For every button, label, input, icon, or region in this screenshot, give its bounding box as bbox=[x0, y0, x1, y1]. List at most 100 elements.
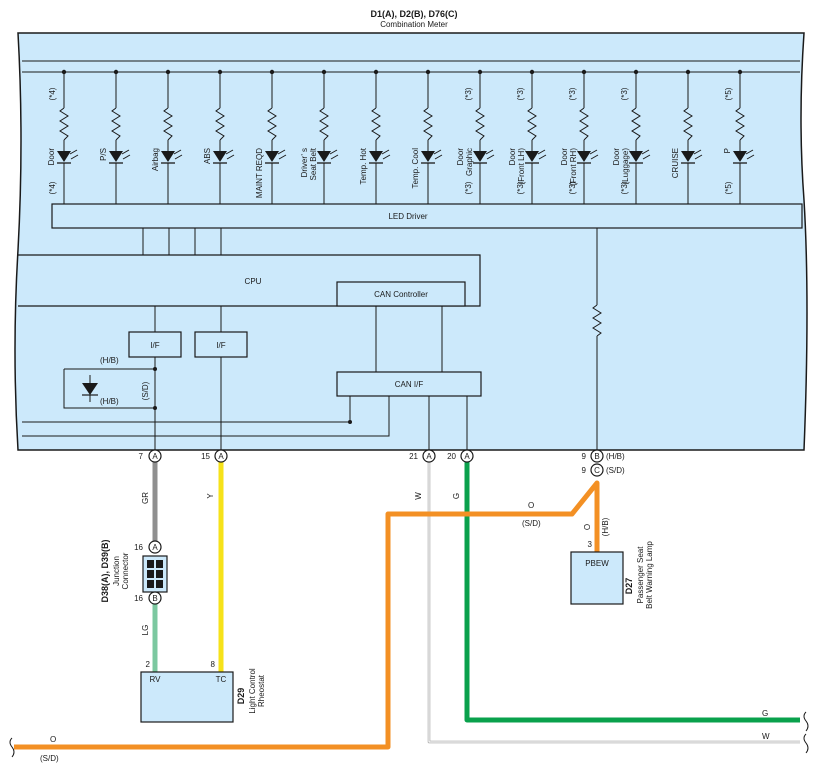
led-column: Temp. Hot bbox=[359, 69, 391, 204]
wire-w-label: W bbox=[414, 492, 423, 500]
wire-y-label: Y bbox=[206, 493, 215, 499]
led-driver-block bbox=[51, 203, 803, 229]
svg-text:C: C bbox=[594, 466, 600, 475]
wire-g bbox=[464, 462, 800, 723]
junction-name-1: Junction bbox=[112, 556, 121, 586]
if-block-2 bbox=[194, 331, 248, 358]
rheostat-name-2: Rheostat bbox=[257, 674, 266, 707]
junction-code: D38(A), D39(B) bbox=[100, 539, 110, 602]
hb-bottom-label: (H/B) bbox=[100, 397, 119, 406]
led-column: Door(Luggage)(*3)(*3) bbox=[612, 69, 651, 204]
led-icon bbox=[317, 151, 331, 162]
svg-text:7: 7 bbox=[139, 452, 144, 461]
meter-code: D1(A), D2(B), D76(C) bbox=[370, 9, 457, 19]
led-label: Door bbox=[508, 148, 517, 166]
led-driver-label: LED Driver bbox=[388, 212, 427, 221]
wire-o-label: O bbox=[528, 501, 534, 510]
pin-21: A 21 bbox=[409, 449, 436, 463]
led-label-2: (Front RH) bbox=[569, 148, 578, 186]
resistor bbox=[423, 107, 433, 141]
svg-text:A: A bbox=[218, 452, 224, 461]
led-note-top: (*3) bbox=[516, 87, 525, 100]
wire-gr-label: GR bbox=[141, 492, 150, 504]
meter-name: Combination Meter bbox=[380, 20, 448, 29]
wire-lg-label: LG bbox=[141, 625, 150, 636]
can-if-label: CAN I/F bbox=[395, 380, 424, 389]
led-label: ABS bbox=[203, 148, 212, 164]
if-block-2-label: I/F bbox=[216, 341, 225, 350]
resistor bbox=[59, 107, 69, 141]
led-column: Temp. Cool bbox=[411, 69, 443, 204]
rheostat-pin-rv: 2 bbox=[146, 660, 151, 669]
wire-w-inner bbox=[428, 462, 800, 743]
cpu-label: CPU bbox=[245, 277, 262, 286]
svg-text:20: 20 bbox=[447, 452, 456, 461]
svg-text:16: 16 bbox=[134, 543, 143, 552]
junction-connector: A 16 B 16 bbox=[134, 540, 168, 605]
led-icon bbox=[369, 151, 383, 162]
pin-20: A 20 bbox=[447, 449, 474, 463]
led-label: CRUISE bbox=[671, 148, 680, 178]
led-icon bbox=[109, 151, 123, 162]
svg-text:B: B bbox=[594, 452, 599, 461]
wire-o bbox=[14, 480, 600, 750]
led-icon bbox=[161, 151, 175, 162]
resistor bbox=[631, 107, 641, 141]
led-column: Door(*4)(*4) bbox=[47, 69, 79, 204]
led-icon bbox=[525, 151, 539, 162]
rheostat-code: D29 bbox=[236, 688, 246, 705]
led-icon bbox=[213, 151, 227, 162]
wire-o-left-label: O bbox=[50, 735, 56, 744]
led-label: Temp. Hot bbox=[359, 147, 368, 184]
led-label: P/S bbox=[99, 148, 108, 161]
svg-text:A: A bbox=[426, 452, 432, 461]
svg-text:9: 9 bbox=[582, 466, 587, 475]
svg-text:15: 15 bbox=[201, 452, 210, 461]
wire-break-right-w bbox=[803, 733, 809, 754]
pbew-label: PBEW bbox=[585, 559, 609, 568]
led-label-2: Seat Belt bbox=[309, 147, 318, 180]
wire-g-label: G bbox=[452, 493, 461, 499]
led-label: Door bbox=[560, 148, 569, 166]
svg-text:(H/B): (H/B) bbox=[606, 452, 625, 461]
led-label: MAINT REQD bbox=[255, 148, 264, 198]
junction-dot bbox=[153, 406, 157, 410]
led-label: Door bbox=[612, 148, 621, 166]
junction-dot bbox=[153, 367, 157, 371]
pin-7: A 7 bbox=[139, 449, 162, 463]
resistor bbox=[579, 107, 589, 141]
led-icon bbox=[57, 151, 71, 162]
led-note-bottom: (*3) bbox=[568, 181, 577, 194]
led-note-bottom: (*4) bbox=[48, 181, 57, 194]
led-column: P(*5)(*5) bbox=[723, 69, 755, 204]
pin-9-c: C 9 (S/D) bbox=[582, 463, 625, 477]
cpu-block bbox=[18, 254, 481, 307]
svg-text:A: A bbox=[152, 452, 158, 461]
junction-dot bbox=[348, 420, 352, 424]
led-column: Door(Front RH)(*3)(*3) bbox=[560, 69, 599, 204]
resistor bbox=[683, 107, 693, 141]
svg-text:21: 21 bbox=[409, 452, 418, 461]
driver-cpu-links bbox=[142, 228, 222, 255]
resistor bbox=[475, 107, 485, 141]
led-icon bbox=[629, 151, 643, 162]
resistor bbox=[111, 107, 121, 141]
pin-9-b: B 9 (H/B) bbox=[582, 449, 625, 463]
pin-15: A 15 bbox=[201, 449, 228, 463]
led-note-bottom: (*3) bbox=[620, 181, 629, 194]
led-label-2: (Luggage) bbox=[621, 148, 630, 185]
led-icon bbox=[733, 151, 747, 162]
resistor bbox=[592, 304, 602, 337]
wire-g-right-label: G bbox=[762, 709, 768, 718]
led-column: Door(Front LH)(*3)(*3) bbox=[508, 69, 547, 204]
resistor bbox=[267, 107, 277, 141]
sd-internal-label: (S/D) bbox=[141, 381, 150, 400]
svg-text:9: 9 bbox=[582, 452, 587, 461]
rheostat-pin-tc: 8 bbox=[211, 660, 216, 669]
led-note-bottom: (*3) bbox=[516, 181, 525, 194]
svg-text:B: B bbox=[152, 594, 157, 603]
led-label: Door bbox=[456, 148, 465, 166]
led-column: ABS bbox=[203, 69, 235, 204]
